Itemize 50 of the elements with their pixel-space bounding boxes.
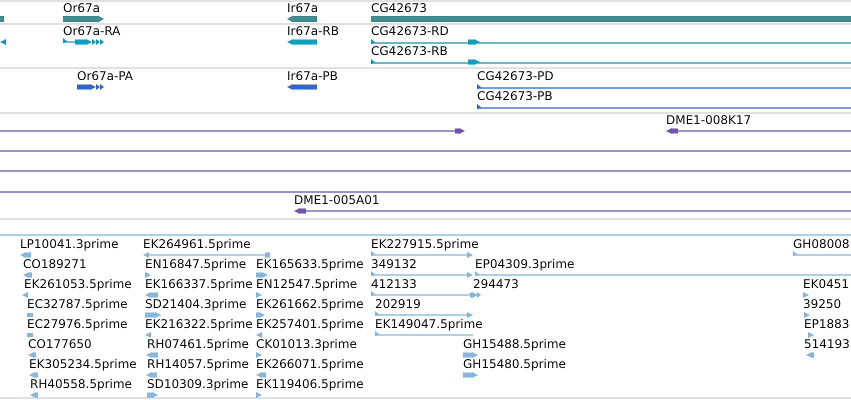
est-label: EP1883 <box>804 318 850 331</box>
est-label: 412133 <box>371 278 417 291</box>
est-label: 294473 <box>473 278 519 291</box>
est-label: EK227915.5prime <box>371 238 479 251</box>
est-label: EK149047.5prime <box>375 318 483 331</box>
clone-label: DME1-005A01 <box>294 194 380 207</box>
est-label: CO189271 <box>23 258 87 271</box>
est-label: EN16847.5prime <box>145 258 246 271</box>
est-label: EK261662.5prime <box>256 298 364 311</box>
est-label: 514193 <box>804 338 850 351</box>
est-label: RH07461.5prime <box>147 338 249 351</box>
est-label: EK257401.5prime <box>256 318 364 331</box>
est-label: EK305234.5prime <box>29 358 137 371</box>
transcript-label: Or67a-RA <box>63 25 120 38</box>
est-label: SD10309.3prime <box>147 378 248 391</box>
est-label: EP04309.3prime <box>475 258 574 271</box>
est-label: CO177650 <box>28 338 92 351</box>
transcript-label: CG42673-RD <box>371 25 449 38</box>
est-label: GH08008 <box>793 238 850 251</box>
est-label: EK216322.5prime <box>145 318 253 331</box>
est-label: GH15488.5prime <box>463 338 566 351</box>
est-label: 39250 <box>803 298 842 311</box>
est-label: GH15480.5prime <box>463 358 566 371</box>
est-label: EC32787.5prime <box>27 298 128 311</box>
est-label: RH14057.5prime <box>147 358 249 371</box>
est-label: 202919 <box>375 298 421 311</box>
gene-label: CG42673 <box>371 2 427 15</box>
est-label: EK165633.5prime <box>256 258 364 271</box>
est-label: EK0451 <box>803 278 849 291</box>
est-label: CK01013.3prime <box>256 338 357 351</box>
est-label: SD21404.3prime <box>145 298 246 311</box>
protein-label: Ir67a-PB <box>287 70 338 83</box>
protein-label: Or67a-PA <box>77 70 134 83</box>
est-label: EK166337.5prime <box>145 278 253 291</box>
est-label: EK266071.5prime <box>256 358 364 371</box>
est-label: 349132 <box>371 258 417 271</box>
est-label: EK119406.5prime <box>256 378 364 391</box>
clone-label: DME1-008K17 <box>666 114 752 127</box>
est-label: EK264961.5prime <box>143 238 251 251</box>
transcript-label: CG42673-RB <box>371 45 448 58</box>
protein-label: CG42673-PB <box>477 90 553 103</box>
est-label: EN12547.5prime <box>256 278 358 291</box>
gene-label: Or67a <box>63 2 100 15</box>
protein-label: CG42673-PD <box>477 70 554 83</box>
est-label: RH40558.5prime <box>30 378 132 391</box>
gene-label: Ir67a <box>287 2 318 15</box>
est-label: EK261053.5prime <box>24 278 132 291</box>
est-label: EC27976.5prime <box>27 318 128 331</box>
est-label: LP10041.3prime <box>20 238 119 251</box>
transcript-label: Ir67a-RB <box>287 25 339 38</box>
